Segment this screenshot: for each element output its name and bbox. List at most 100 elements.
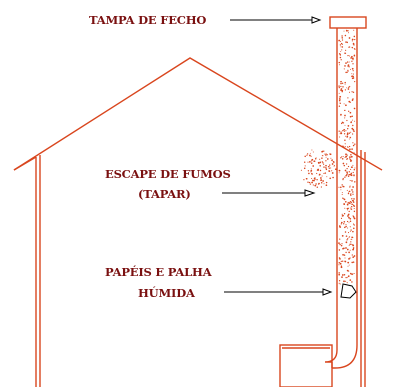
stipple-dot: [351, 91, 353, 93]
stipple-dot: [347, 276, 349, 278]
stipple-dot: [350, 174, 353, 177]
stipple-dot: [346, 239, 348, 241]
stipple-dot: [349, 249, 351, 251]
stipple-dot: [348, 100, 351, 103]
stipple-dot: [340, 89, 342, 91]
stipple-dot: [350, 121, 352, 123]
stipple-dot: [321, 155, 323, 157]
stipple-dot: [346, 282, 348, 284]
stipple-dot: [338, 262, 341, 264]
stipple-dot: [323, 166, 325, 168]
stipple-dot: [322, 150, 324, 152]
stipple-dot: [331, 170, 333, 172]
stipple-dot: [328, 165, 330, 168]
stipple-dot: [342, 253, 344, 256]
stipple-dot: [353, 227, 355, 230]
stipple-dot: [338, 172, 340, 174]
stipple-dot: [349, 226, 351, 228]
stipple-dot: [310, 171, 312, 173]
stipple-dot: [349, 257, 351, 259]
stipple-dot: [353, 47, 355, 50]
stipple-dot: [342, 178, 344, 181]
stipple-dot: [343, 198, 345, 200]
stipple-dot: [350, 160, 353, 162]
stipple-dot: [348, 55, 350, 57]
stipple-dot: [321, 175, 323, 177]
stipple-dot: [343, 280, 345, 283]
stipple-dot: [345, 251, 347, 254]
stipple-dot: [326, 176, 328, 178]
stipple-dot: [344, 207, 346, 209]
stipple-dot: [346, 119, 348, 122]
stipple-dot: [343, 146, 345, 148]
stipple-dot: [344, 226, 346, 229]
stipple-dot: [340, 156, 343, 158]
stipple-dot: [341, 235, 344, 237]
label-smoke-line2: (TAPAR): [138, 187, 191, 201]
stipple-dot: [349, 207, 351, 209]
stipple-dot: [346, 133, 349, 136]
stipple-dot: [340, 114, 342, 116]
stipple-dot: [341, 276, 343, 278]
stipple-dot: [332, 160, 335, 163]
stipple-dot: [345, 49, 347, 51]
stipple-dot: [352, 244, 354, 246]
stipple-dot: [343, 213, 346, 215]
stipple-dot: [310, 169, 313, 172]
stipple-dot: [352, 230, 354, 233]
stipple-dot: [300, 169, 302, 171]
stipple-dot: [352, 223, 355, 225]
stipple-dot: [333, 164, 335, 167]
stipple-dot: [339, 102, 342, 104]
stipple-dot: [351, 99, 354, 101]
stipple-dot: [338, 242, 340, 244]
stipple-dot: [348, 191, 349, 193]
stipple-dot: [332, 176, 334, 179]
stipple-dot: [344, 110, 346, 112]
stipple-dot: [353, 35, 356, 38]
stove: [279, 344, 333, 387]
stipple-dot: [339, 133, 341, 135]
stipple-dot: [347, 32, 350, 34]
chimney-pipe: [324, 28, 358, 369]
stipple-dot: [350, 205, 353, 208]
stipple-dot: [348, 202, 351, 204]
stipple-dot: [350, 168, 352, 170]
stipple-dot: [340, 51, 342, 53]
stipple-dot: [351, 119, 353, 121]
stipple-dot: [350, 194, 352, 197]
stipple-dot: [349, 231, 351, 233]
smoke-cloud: [300, 149, 337, 188]
stipple-dot: [339, 56, 342, 59]
stipple-dot: [346, 269, 349, 272]
stipple-dot: [313, 177, 316, 180]
stipple-dot: [341, 274, 344, 276]
stipple-dot: [349, 217, 352, 220]
stipple-dot: [354, 143, 356, 145]
stipple-dot: [320, 182, 323, 184]
stipple-dot: [306, 153, 309, 155]
stipple-dot: [348, 222, 350, 224]
stipple-dot: [347, 97, 349, 99]
stipple-dot: [352, 70, 354, 72]
stipple-dot: [346, 154, 348, 156]
stipple-dot: [339, 53, 341, 56]
stipple-dot: [343, 103, 345, 105]
stipple-dot: [345, 163, 348, 165]
stipple-dot: [339, 97, 341, 100]
stipple-dot: [345, 225, 347, 228]
stipple-dot: [344, 83, 346, 85]
stipple-dot: [318, 182, 320, 185]
stipple-dot: [349, 235, 351, 237]
stipple-dot: [351, 281, 353, 283]
stipple-dot: [330, 167, 332, 169]
stipple-dot: [321, 161, 323, 163]
stipple-dot: [312, 184, 314, 186]
stipple-dot: [350, 241, 352, 243]
stipple-dot: [352, 215, 354, 217]
stipple-dot: [351, 180, 353, 182]
stipple-dot: [343, 164, 346, 167]
stipple-dot: [313, 179, 315, 182]
stipple-dot: [347, 65, 349, 67]
stipple-dot: [351, 115, 353, 117]
